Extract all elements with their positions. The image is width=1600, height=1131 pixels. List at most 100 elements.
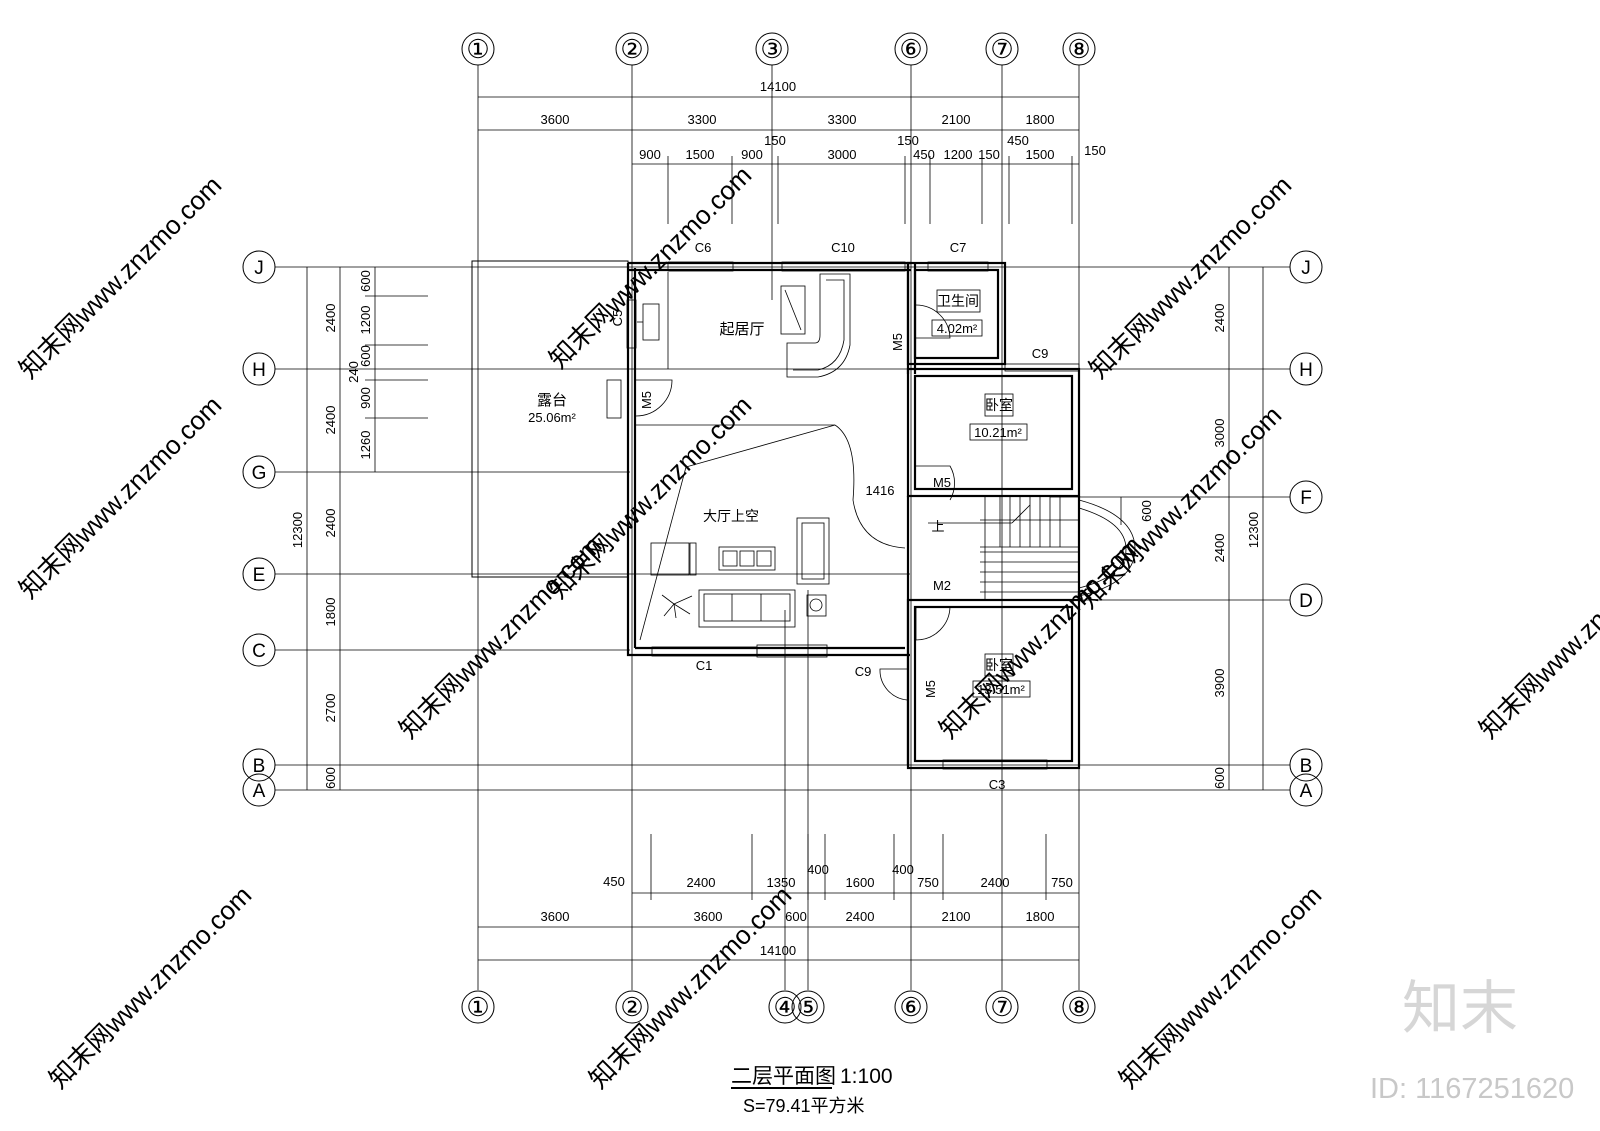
dimension-label: 400 xyxy=(892,862,914,877)
dimension-label: 1350 xyxy=(767,875,796,890)
furniture xyxy=(637,273,851,628)
door-label: M5 xyxy=(933,475,951,490)
window-label: C10 xyxy=(831,240,855,255)
dimension-label: 600 xyxy=(323,767,338,789)
dimension-label: 1600 xyxy=(846,875,875,890)
dimension-label: 1500 xyxy=(1026,147,1055,162)
dimension-label: 600 xyxy=(358,270,373,292)
dimension-label: 150 xyxy=(764,133,786,148)
dimension-label: 600 xyxy=(358,345,373,367)
door-label: M5 xyxy=(923,680,938,698)
room-name: 卫生间 xyxy=(937,293,979,309)
room-name: 起居厅 xyxy=(719,321,764,338)
dimension-label: 2400 xyxy=(323,509,338,538)
stair-direction: 上 xyxy=(931,519,944,534)
axis-label: ⑥ xyxy=(899,992,922,1022)
dimension-label: 2400 xyxy=(323,406,338,435)
dimension-label: 750 xyxy=(1051,875,1073,890)
axis-label: ① xyxy=(466,34,489,64)
side-sofa xyxy=(796,517,830,585)
room-area: 4.02m² xyxy=(937,321,978,336)
dimension-label: 1200 xyxy=(358,306,373,335)
room-area: 13.51m² xyxy=(977,682,1025,697)
axis-label: ⑥ xyxy=(899,34,922,64)
axis-label: H xyxy=(252,360,266,381)
dimension-label: 1260 xyxy=(358,431,373,460)
dimension-label: 750 xyxy=(917,875,939,890)
top-axis-bubbles: ① ② ③ ⑥ ⑦ ⑧ xyxy=(461,32,1096,66)
dimension-label: 2400 xyxy=(1212,534,1227,563)
tv-cabinet xyxy=(780,285,806,335)
dimension-label: 2400 xyxy=(846,909,875,924)
axis-label: C xyxy=(252,641,266,662)
dimension-label: 3000 xyxy=(1212,419,1227,448)
dimension-label: 12300 xyxy=(290,512,305,548)
title-area: S=79.41平方米 xyxy=(743,1096,865,1116)
dimension-label: 12300 xyxy=(1246,512,1261,548)
axis-label: D xyxy=(1299,591,1313,612)
axis-label: ⑧ xyxy=(1067,992,1090,1022)
dimension-label: 240 xyxy=(346,361,361,383)
axis-label: ③ xyxy=(760,34,783,64)
dimension-label: 600 xyxy=(785,909,807,924)
dimension-label: 600 xyxy=(1212,767,1227,789)
axis-label: A xyxy=(253,781,266,802)
room-name: 卧室 xyxy=(985,657,1013,673)
watermark-layer: 知末网www.znzmo.com 知末网www.znzmo.com 知末网www… xyxy=(13,160,1600,1094)
dimension-label: 150 xyxy=(1084,143,1106,158)
dimension-label: 2100 xyxy=(942,909,971,924)
watermark-text: 知末网www.znzmo.com xyxy=(1083,170,1297,384)
watermark-text: 知末网www.znzmo.com xyxy=(43,880,257,1094)
dimension-label: 1500 xyxy=(686,147,715,162)
dimension-label: 3300 xyxy=(828,112,857,127)
dimension-label: 14100 xyxy=(760,943,796,958)
axis-label: F xyxy=(1300,488,1312,509)
chair xyxy=(650,542,690,576)
plant xyxy=(661,594,693,619)
axis-label: ④ xyxy=(773,992,796,1022)
dimension-label: 450 xyxy=(1007,133,1029,148)
dimension-label: 3900 xyxy=(1212,669,1227,698)
room-name: 露台 xyxy=(537,392,567,409)
axis-label: ① xyxy=(466,992,489,1022)
dimension-label: 1800 xyxy=(1026,112,1055,127)
dimension-label: 1200 xyxy=(944,147,973,162)
window-label: C3 xyxy=(989,777,1006,792)
top-dimensions: 14100 3600 3300 3300 2100 1800 900 1500 … xyxy=(478,79,1106,224)
axis-label: A xyxy=(1300,781,1313,802)
dimension-label: 1800 xyxy=(323,598,338,627)
dimension-label: 450 xyxy=(603,874,625,889)
bottom-dimensions: 450 2400 1350 400 1600 400 750 2400 750 … xyxy=(478,834,1079,961)
dimension-label: 3600 xyxy=(541,112,570,127)
window-label: C5 xyxy=(610,310,625,327)
side-table xyxy=(806,594,827,617)
dimension-label: 900 xyxy=(741,147,763,162)
watermark-logo: 知末 xyxy=(1402,976,1518,1041)
dimension-label: 2100 xyxy=(942,112,971,127)
dimension-label: 3300 xyxy=(688,112,717,127)
window-label: C6 xyxy=(695,240,712,255)
dimension-label: 2400 xyxy=(687,875,716,890)
watermark-id: ID: 1167251620 xyxy=(1370,1073,1574,1105)
door-label: M5 xyxy=(890,333,905,351)
window-label: C1 xyxy=(696,658,713,673)
left-dimensions: 12300 2400 2400 2400 1800 2700 600 600 1… xyxy=(290,267,428,790)
axis-label: ② xyxy=(620,34,643,64)
dimension-label: 1416 xyxy=(866,483,895,498)
axis-label: ⑤ xyxy=(796,992,819,1022)
dimension-label: 400 xyxy=(807,862,829,877)
axis-label: ⑧ xyxy=(1067,34,1090,64)
room-name: 大厅上空 xyxy=(703,508,759,524)
title-scale: 1:100 xyxy=(840,1065,893,1088)
room-labels: 起居厅 露台 25.06m² 卫生间 4.02m² 卧室 10.21m² 卧室 … xyxy=(528,289,1031,698)
axis-label: G xyxy=(252,463,267,484)
watermark-text: 知末网www.znzmo.com xyxy=(393,530,607,744)
axis-label: B xyxy=(253,756,266,777)
title-name: 二层平面图 xyxy=(731,1065,836,1088)
watermark-text: 知末网www.znzmo.com xyxy=(13,170,227,384)
dimension-label: 3000 xyxy=(828,147,857,162)
door-label: M5 xyxy=(639,391,654,409)
dimension-label: 150 xyxy=(978,147,1000,162)
dimension-label: 2400 xyxy=(981,875,1010,890)
